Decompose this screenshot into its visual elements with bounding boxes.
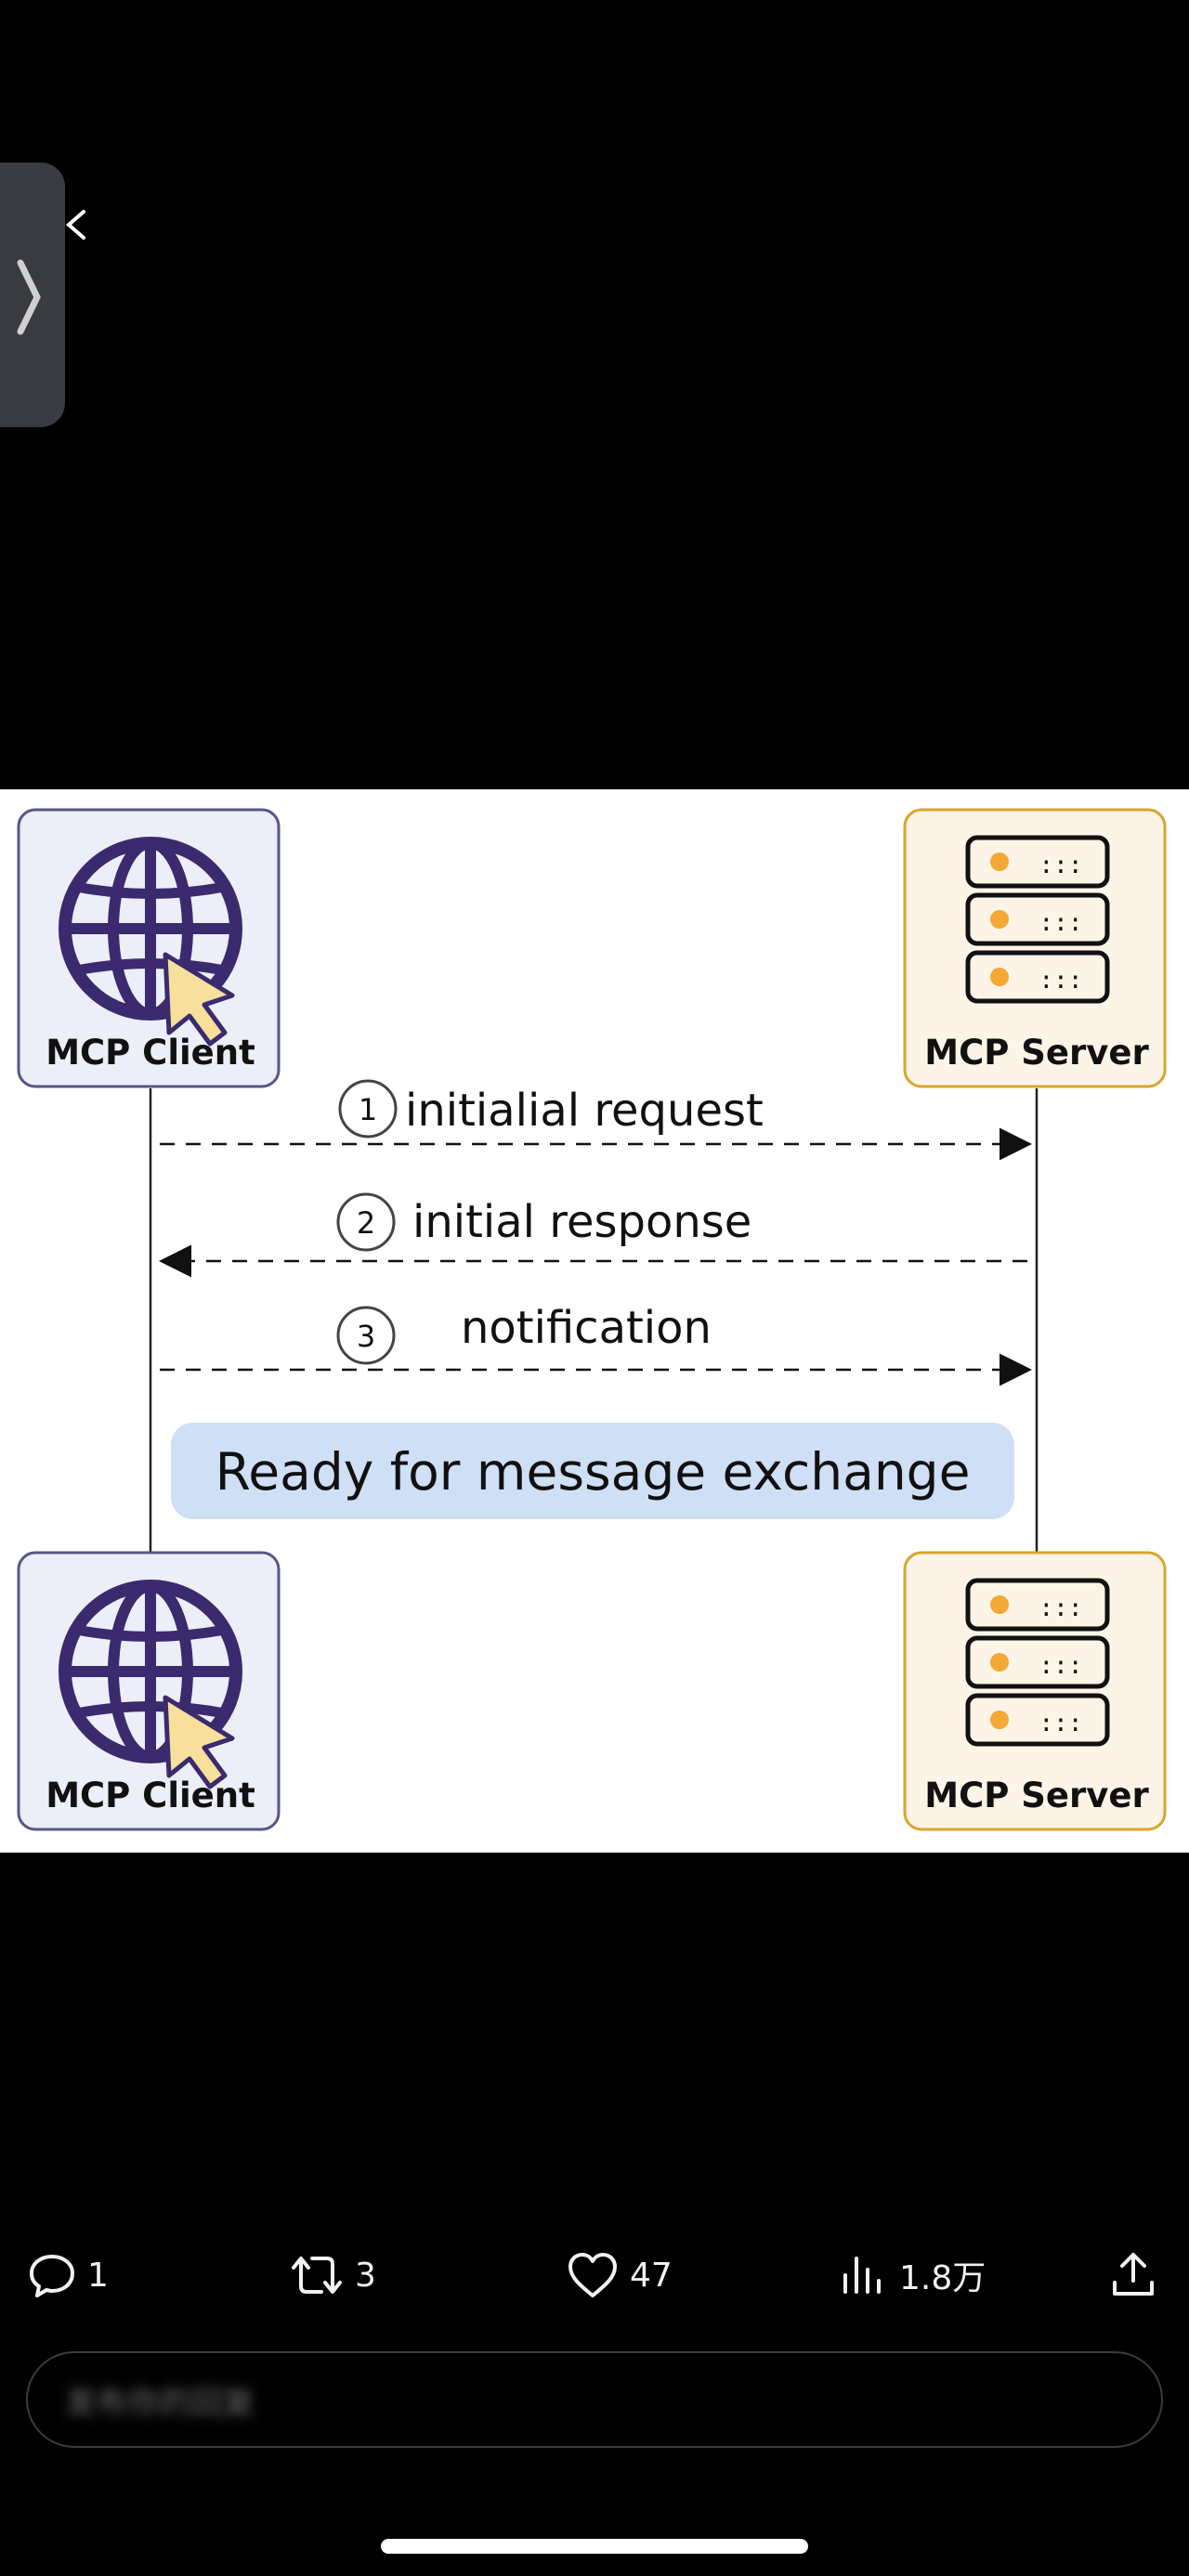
client-node-top: MCP Client	[17, 808, 281, 1088]
step-3-label: notification	[461, 1302, 712, 1354]
home-indicator[interactable]	[381, 2539, 808, 2554]
step-2-number: 2	[357, 1205, 375, 1241]
repost-icon	[292, 2257, 342, 2294]
step-1-number: 1	[359, 1092, 377, 1127]
server-icon: ::: ::: :::	[965, 1578, 1110, 1747]
repost-button[interactable]: 3	[288, 2238, 376, 2312]
chevron-right-icon	[17, 259, 41, 335]
globe-icon	[59, 1580, 242, 1763]
share-button[interactable]	[1107, 2238, 1159, 2312]
server-node-bottom: ::: ::: ::: MCP Server	[903, 1551, 1167, 1831]
like-count: 47	[630, 2256, 673, 2295]
svg-text::::: :::	[1039, 1594, 1083, 1622]
views-count: 1.8万	[899, 2259, 986, 2297]
cursor-icon	[163, 952, 235, 1047]
share-icon	[1113, 2253, 1154, 2296]
repost-count: 3	[355, 2256, 376, 2295]
like-button[interactable]: 47	[565, 2238, 673, 2312]
client-bottom-label: MCP Client	[46, 1776, 255, 1815]
bar-chart-icon	[843, 2257, 881, 2294]
server-top-label: MCP Server	[924, 1033, 1149, 1073]
diagram-image[interactable]: MCP Client ::: ::: ::: MCP Server 1 init…	[0, 789, 1189, 1853]
step-1: 1 initialial request	[160, 1079, 1032, 1161]
ready-label: Ready for message exchange	[216, 1442, 971, 1502]
step-3: 3 notification	[160, 1302, 1032, 1386]
reply-button[interactable]: 1	[26, 2238, 109, 2312]
reply-count: 1	[87, 2256, 109, 2295]
views-button[interactable]: 1.8万	[838, 2238, 986, 2312]
ready-banner: Ready for message exchange	[171, 1423, 1014, 1519]
step-2: 2 initial response	[159, 1192, 1027, 1278]
server-node-top: ::: ::: ::: MCP Server	[903, 808, 1167, 1088]
action-bar: 1 3 47 1.8万	[0, 2238, 1189, 2312]
server-bottom-label: MCP Server	[924, 1776, 1149, 1815]
heart-icon	[568, 2253, 617, 2297]
svg-text::::: :::	[1039, 1652, 1083, 1680]
cursor-icon	[163, 1695, 235, 1789]
svg-text::::: :::	[1039, 967, 1083, 995]
client-node-bottom: MCP Client	[17, 1551, 281, 1831]
back-button[interactable]	[58, 206, 95, 243]
globe-icon	[59, 837, 242, 1021]
svg-text::::: :::	[1039, 852, 1083, 879]
svg-text::::: :::	[1039, 909, 1083, 937]
side-panel-handle[interactable]	[0, 163, 65, 427]
step-1-label: initialial request	[405, 1085, 764, 1137]
client-top-label: MCP Client	[46, 1033, 255, 1073]
step-2-label: initial response	[412, 1196, 751, 1248]
svg-text::::: :::	[1039, 1710, 1083, 1737]
reply-input[interactable]: 发布你的回复	[26, 2351, 1163, 2448]
server-icon: ::: ::: :::	[965, 835, 1110, 1004]
reply-placeholder: 发布你的回复	[65, 2384, 255, 2422]
step-3-number: 3	[357, 1319, 375, 1354]
speech-bubble-icon	[30, 2255, 74, 2297]
chevron-left-icon	[65, 210, 85, 240]
